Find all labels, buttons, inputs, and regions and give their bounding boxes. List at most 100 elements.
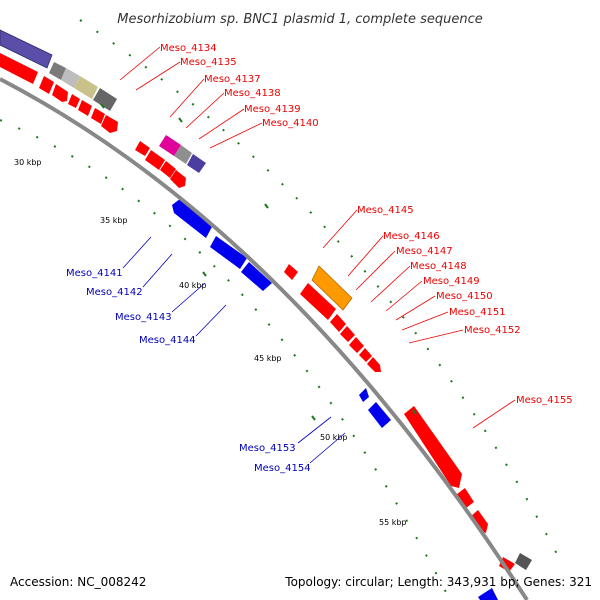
scale-label: 30 kbp xyxy=(14,158,42,167)
gene-label: Meso_4150 xyxy=(436,291,493,302)
gene-forward-arrow xyxy=(39,76,54,94)
map-title: Mesorhizobium sp. BNC1 plasmid 1, comple… xyxy=(117,12,483,27)
gene-forward-arrow xyxy=(340,326,355,342)
reverse-gene-labels: Meso_4141 Meso_4142 Meso_4143 Meso_4144 … xyxy=(66,268,311,474)
gene-label: Meso_4154 xyxy=(254,463,311,474)
gene-forward-arrow xyxy=(78,100,92,116)
leader-line xyxy=(297,416,332,444)
tick-major xyxy=(412,409,417,415)
scale-labels: 30 kbp 35 kbp 40 kbp 45 kbp 50 kbp 55 kb… xyxy=(14,158,407,527)
leader-line xyxy=(209,122,263,149)
leader-line xyxy=(309,432,346,464)
leader-line xyxy=(408,329,464,344)
gene-forward-arrow xyxy=(330,314,346,332)
gene-reverse-arrow xyxy=(172,199,213,238)
gene-forward-arrow xyxy=(359,348,372,362)
outer-features xyxy=(0,29,532,570)
gene-reverse-arrow xyxy=(241,262,272,291)
scale-label: 40 kbp xyxy=(179,281,207,290)
gene-reverse-arrow xyxy=(210,236,247,269)
gene-forward-arrow xyxy=(367,357,381,372)
gene-label: Meso_4153 xyxy=(239,443,296,454)
feature-outer-indigo xyxy=(187,154,206,173)
leader-line xyxy=(472,399,516,429)
gene-forward-arrow xyxy=(349,337,364,353)
gene-label: Meso_4138 xyxy=(224,88,281,99)
tick-ring-inner xyxy=(0,119,451,600)
gene-label: Meso_4148 xyxy=(410,261,467,272)
gene-label: Meso_4151 xyxy=(449,307,506,318)
gene-forward-arrow xyxy=(0,53,38,84)
gene-label: Meso_4155 xyxy=(516,395,573,406)
gene-forward-arrow xyxy=(91,108,105,124)
feature-outer-lightgray xyxy=(61,68,80,88)
leader-line xyxy=(395,295,436,321)
leader-line xyxy=(370,265,411,303)
gene-forward-arrow xyxy=(68,94,80,108)
feature-outer-gray xyxy=(49,62,66,80)
leader-line xyxy=(171,282,206,313)
tick-major xyxy=(178,117,183,123)
tick-ring-outer xyxy=(79,19,561,561)
leader-line xyxy=(195,304,227,337)
tick-major xyxy=(100,103,105,109)
gene-label: Meso_4141 xyxy=(66,268,123,279)
tick-major xyxy=(202,271,207,277)
gene-label: Meso_4146 xyxy=(383,231,440,242)
leader-line xyxy=(169,78,205,118)
gene-forward-arrow xyxy=(300,283,336,320)
gene-label: Meso_4139 xyxy=(244,104,301,115)
gene-forward-arrow xyxy=(284,264,298,280)
gene-forward-arrow xyxy=(170,170,186,188)
gene-label: Meso_4152 xyxy=(464,325,521,336)
scale-label: 50 kbp xyxy=(320,433,348,442)
summary-label: Topology: circular; Length: 343,931 bp; … xyxy=(284,575,592,589)
leader-line xyxy=(185,92,225,129)
gene-forward-arrow xyxy=(470,510,488,533)
gene-forward-arrow xyxy=(404,406,462,488)
gene-label: Meso_4134 xyxy=(160,43,217,54)
forward-leader-lines xyxy=(119,46,516,429)
accession-label: Accession: NC_008242 xyxy=(10,575,146,589)
gene-label: Meso_4135 xyxy=(180,57,237,68)
scale-label: 45 kbp xyxy=(254,354,282,363)
leader-line xyxy=(347,235,384,277)
gene-label: Meso_4142 xyxy=(86,287,143,298)
feature-outer-orange xyxy=(311,265,353,311)
leader-line xyxy=(142,253,173,288)
leader-line xyxy=(401,311,449,331)
feature-outer-darkgray xyxy=(93,88,117,111)
gene-label: Meso_4145 xyxy=(357,205,414,216)
scale-label: 55 kbp xyxy=(379,518,407,527)
gene-reverse-arrow xyxy=(359,388,369,402)
feature-outer-darkgray2 xyxy=(515,553,532,570)
gene-forward-arrow xyxy=(457,488,474,508)
gene-forward-arrow xyxy=(145,150,165,170)
feature-outer-magenta xyxy=(159,135,181,156)
backbone-arc xyxy=(0,77,529,600)
gene-reverse-arrow xyxy=(368,402,391,428)
gene-forward-arrow xyxy=(52,84,68,102)
gene-label: Meso_4143 xyxy=(115,312,172,323)
leader-line xyxy=(385,280,423,312)
leader-line xyxy=(322,209,358,249)
tick-major xyxy=(264,203,269,209)
leader-line xyxy=(355,250,396,291)
leader-line xyxy=(119,46,161,81)
reverse-leader-lines xyxy=(122,236,346,464)
gene-label: Meso_4140 xyxy=(262,118,319,129)
gene-forward-arrow xyxy=(160,161,176,178)
leader-line xyxy=(198,108,245,140)
forward-genes xyxy=(0,53,515,572)
gene-label: Meso_4144 xyxy=(139,335,196,346)
leader-line xyxy=(122,236,152,269)
leader-line xyxy=(135,61,181,91)
forward-gene-labels: Meso_4134 Meso_4135 Meso_4137 Meso_4138 … xyxy=(160,43,573,406)
gene-forward-arrow xyxy=(135,141,150,156)
feature-outer-purple xyxy=(0,29,53,69)
scale-label: 35 kbp xyxy=(100,216,128,225)
feature-outer-khaki xyxy=(74,76,98,99)
tick-major xyxy=(311,415,316,421)
feature-outer-gray2 xyxy=(174,145,192,164)
